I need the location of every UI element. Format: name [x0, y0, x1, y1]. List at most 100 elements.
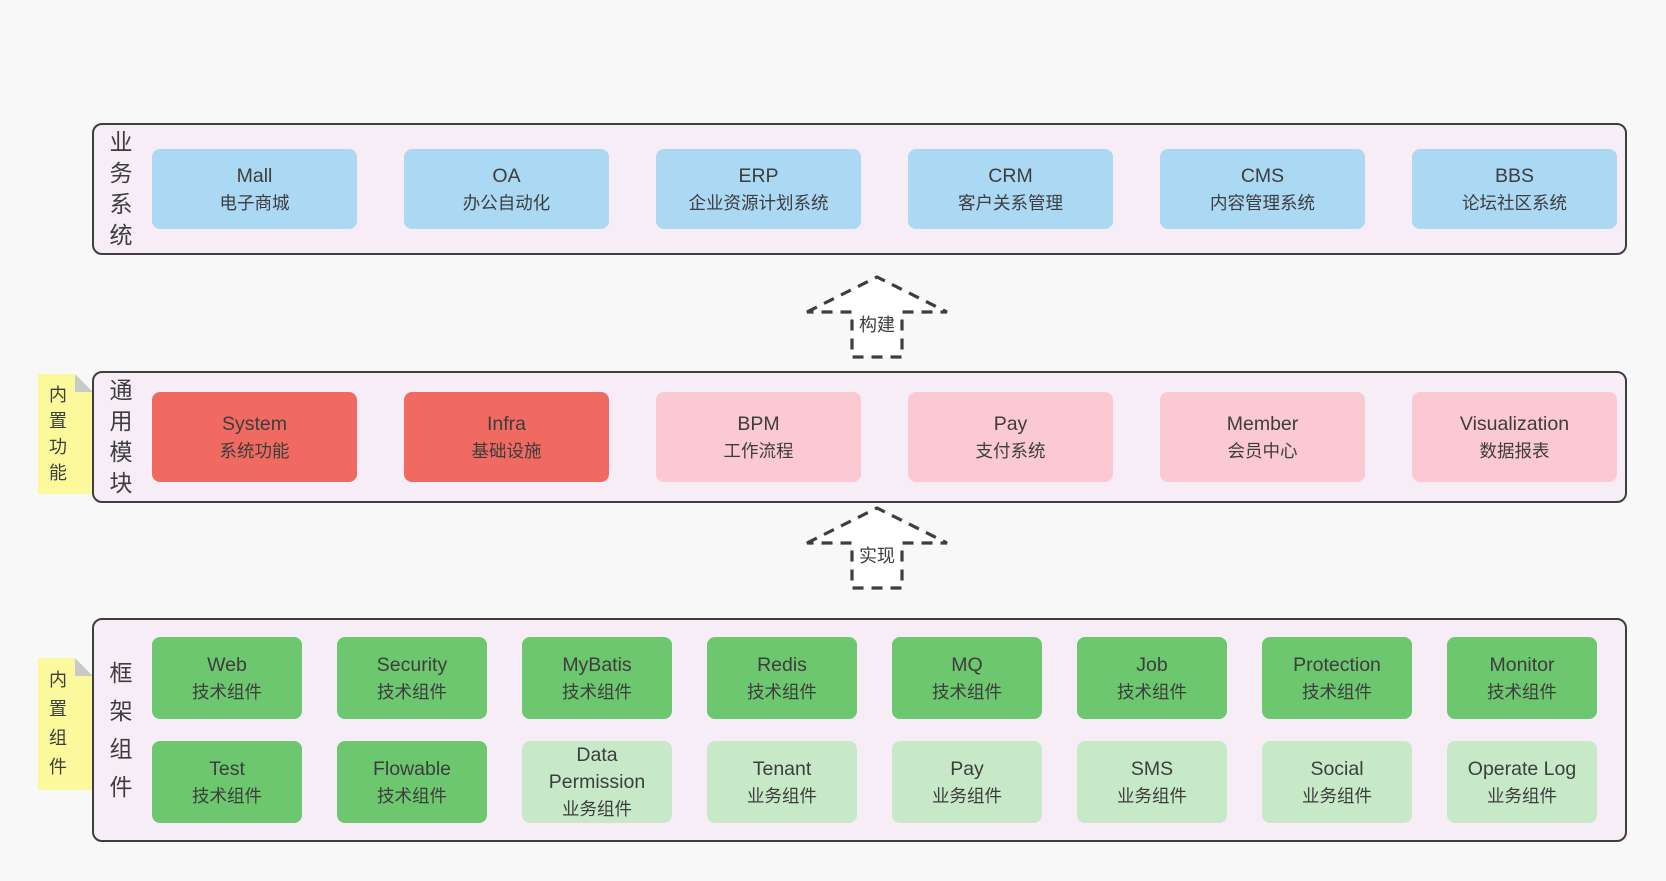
- module-name: Redis: [757, 653, 807, 676]
- module-box-bpm: BPM 工作流程: [656, 392, 861, 482]
- module-description: 技术组件: [747, 681, 817, 702]
- module-box-tenant: Tenant 业务组件: [707, 741, 857, 823]
- module-name: MQ: [951, 653, 983, 676]
- module-name: Visualization: [1459, 412, 1570, 435]
- module-box-bbs: BBS 论坛社区系统: [1412, 149, 1617, 229]
- module-name: Mall: [236, 164, 273, 187]
- module-box-mq: MQ 技术组件: [892, 637, 1042, 719]
- module-name: Job: [1136, 653, 1168, 676]
- module-description: 业务组件: [932, 785, 1002, 806]
- module-description: 基础设施: [471, 440, 542, 461]
- module-name: CMS: [1240, 164, 1285, 187]
- module-name: SMS: [1130, 757, 1174, 780]
- module-box-mall: Mall 电子商城: [152, 149, 357, 229]
- module-name: Social: [1310, 757, 1364, 780]
- module-name: ERP: [738, 164, 779, 187]
- module-description: 论坛社区系统: [1462, 192, 1567, 213]
- module-description: 技术组件: [562, 681, 632, 702]
- module-description: 技术组件: [1117, 681, 1187, 702]
- module-box-pay: Pay 业务组件: [892, 741, 1042, 823]
- module-name: Member: [1226, 412, 1299, 435]
- module-name: Protection: [1293, 653, 1381, 676]
- module-box-sms: SMS 业务组件: [1077, 741, 1227, 823]
- module-box-social: Social 业务组件: [1262, 741, 1412, 823]
- module-description: 数据报表: [1479, 440, 1550, 461]
- module-name: CRM: [988, 164, 1033, 187]
- band-label-business-systems: 业务系统: [109, 129, 133, 248]
- module-box-job: Job 技术组件: [1077, 637, 1227, 719]
- module-box-data-permission: Data Permission 业务组件: [522, 741, 672, 823]
- module-box-mybatis: MyBatis 技术组件: [522, 637, 672, 719]
- module-name: Web: [207, 653, 247, 676]
- module-description: 技术组件: [1487, 681, 1557, 702]
- arrow-label: 构建: [856, 313, 898, 337]
- module-description: 办公自动化: [462, 192, 551, 213]
- module-box-crm: CRM 客户关系管理: [908, 149, 1113, 229]
- module-name: BBS: [1494, 164, 1535, 187]
- module-description: 会员中心: [1227, 440, 1298, 461]
- box-row: System 系统功能 Infra 基础设施 BPM 工作流程 Pay 支付系统 Member 会…: [152, 392, 1617, 482]
- band-label-framework-components: 框架组件: [109, 660, 133, 800]
- sticky-note-built-in-components: 内置组件: [38, 658, 93, 790]
- module-name: Flowable: [372, 757, 452, 780]
- module-box-visualization: Visualization 数据报表: [1412, 392, 1617, 482]
- module-description: 业务组件: [1487, 785, 1557, 806]
- module-name: BPM: [737, 412, 780, 435]
- module-box-pay: Pay 支付系统: [908, 392, 1113, 482]
- module-box-protection: Protection 技术组件: [1262, 637, 1412, 719]
- module-box-flowable: Flowable 技术组件: [337, 741, 487, 823]
- module-box-infra: Infra 基础设施: [404, 392, 609, 482]
- module-name: Tenant: [752, 757, 812, 780]
- module-description: 工作流程: [723, 440, 794, 461]
- module-box-test: Test 技术组件: [152, 741, 302, 823]
- module-description: 支付系统: [975, 440, 1046, 461]
- module-name: Data Permission: [548, 744, 646, 793]
- module-description: 技术组件: [1302, 681, 1372, 702]
- module-name: Infra: [486, 412, 527, 435]
- module-name: Pay: [993, 412, 1028, 435]
- arrow-label: 实现: [856, 544, 898, 568]
- module-box-oa: OA 办公自动化: [404, 149, 609, 229]
- module-box-erp: ERP 企业资源计划系统: [656, 149, 861, 229]
- module-name: Pay: [950, 757, 984, 780]
- sticky-note-built-in-features: 内置功能: [38, 374, 93, 494]
- sticky-note-label: 内置组件: [49, 670, 67, 777]
- module-box-member: Member 会员中心: [1160, 392, 1365, 482]
- box-row: Mall 电子商城 OA 办公自动化 ERP 企业资源计划系统 CRM 客户关系管理 CMS 内容…: [152, 149, 1617, 229]
- module-name: Monitor: [1489, 653, 1555, 676]
- module-name: OA: [492, 164, 521, 187]
- module-name: System: [221, 412, 287, 435]
- module-description: 技术组件: [192, 681, 262, 702]
- module-name: Test: [209, 757, 245, 780]
- module-description: 业务组件: [747, 785, 817, 806]
- module-description: 业务组件: [562, 799, 632, 819]
- sticky-note-label: 内置功能: [49, 385, 67, 483]
- module-description: 技术组件: [377, 785, 447, 806]
- module-box-system: System 系统功能: [152, 392, 357, 482]
- module-description: 业务组件: [1302, 785, 1372, 806]
- module-box-web: Web 技术组件: [152, 637, 302, 719]
- module-description: 客户关系管理: [958, 192, 1063, 213]
- module-box-cms: CMS 内容管理系统: [1160, 149, 1365, 229]
- module-box-operate-log: Operate Log 业务组件: [1447, 741, 1597, 823]
- band-business-systems: 业务系统 Mall 电子商城 OA 办公自动化 ERP 企业资源计划系统 CRM 客户关系管理…: [92, 123, 1627, 255]
- arrow-build: 构建: [805, 274, 949, 360]
- module-description: 系统功能: [219, 440, 290, 461]
- module-name: Operate Log: [1467, 757, 1577, 780]
- module-description: 业务组件: [1117, 785, 1187, 806]
- module-description: 技术组件: [932, 681, 1002, 702]
- arrow-implement: 实现: [805, 505, 949, 591]
- module-name: Security: [376, 653, 448, 676]
- module-description: 企业资源计划系统: [688, 192, 829, 213]
- module-description: 电子商城: [219, 192, 290, 213]
- module-description: 技术组件: [192, 785, 262, 806]
- module-name: MyBatis: [562, 653, 632, 676]
- module-description: 内容管理系统: [1210, 192, 1315, 213]
- module-box-redis: Redis 技术组件: [707, 637, 857, 719]
